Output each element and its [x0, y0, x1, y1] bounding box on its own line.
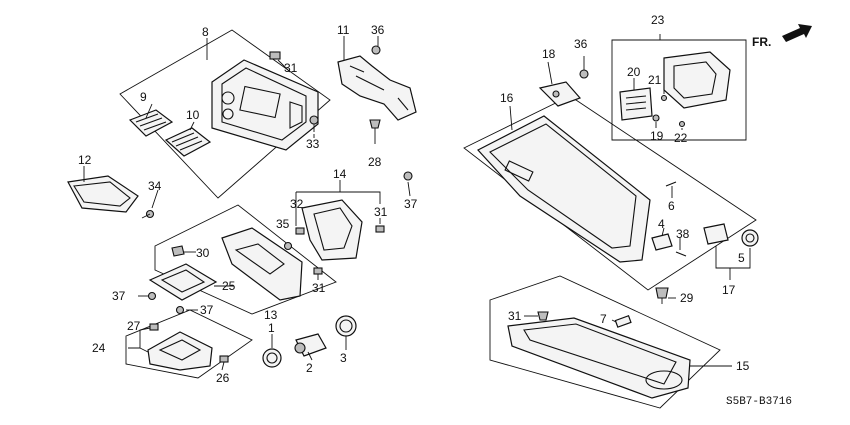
part-label-25: 25: [222, 279, 236, 293]
part-label-38: 38: [676, 227, 690, 241]
clip-31-right: [537, 311, 549, 321]
damper-5: [741, 229, 759, 247]
bracket-17: [703, 223, 729, 245]
part-label-9: 9: [140, 90, 147, 104]
screw-36-right: [579, 69, 589, 79]
part-label-33: 33: [306, 137, 320, 151]
part-label-23: 23: [651, 13, 665, 27]
vent-23: [663, 51, 731, 109]
screw-37-lower: [175, 305, 185, 315]
leader-lines: [83, 34, 751, 371]
tray-25: [148, 263, 218, 301]
clip-19: [652, 114, 660, 122]
part-label-37a: 37: [404, 197, 418, 211]
part-label-3: 3: [340, 351, 347, 365]
part-label-17: 17: [722, 283, 736, 297]
part-label-31d: 31: [508, 309, 522, 323]
screw-34: [141, 209, 155, 219]
part-label-26: 26: [216, 371, 230, 385]
part-label-37c: 37: [200, 303, 214, 317]
diagram-code: S5B7-B3716: [726, 396, 792, 408]
part-label-22: 22: [674, 131, 688, 145]
screw-37-mid: [403, 171, 413, 181]
front-arrow-icon: [782, 24, 812, 42]
part-label-36a: 36: [371, 23, 385, 37]
part-label-8: 8: [202, 25, 209, 39]
lower-pocket-15: [507, 317, 691, 399]
part-label-16: 16: [500, 91, 514, 105]
lighter-knob-1: [262, 348, 282, 368]
bumper-7: [614, 315, 632, 328]
part-label-12: 12: [78, 153, 92, 167]
lighter-ring-3: [335, 315, 357, 337]
part-label-29: 29: [680, 291, 694, 305]
part-label-11: 11: [337, 23, 350, 37]
part-label-20: 20: [627, 65, 641, 79]
part-label-27: 27: [127, 319, 141, 333]
part-label-37b: 37: [112, 289, 126, 303]
group-box-glove-box: [463, 95, 757, 291]
group-box-vents: [611, 39, 747, 141]
part-label-4: 4: [658, 217, 665, 231]
vent-10: [164, 127, 212, 157]
part-label-32: 32: [290, 197, 304, 211]
part-label-6: 6: [668, 199, 675, 213]
screw-37-left: [147, 291, 157, 301]
screw-35: [283, 241, 293, 251]
pin-6: [665, 181, 677, 187]
part-label-21: 21: [648, 73, 662, 87]
clip-32: [295, 227, 305, 235]
clip-31-lower: [313, 267, 323, 275]
center-panel: [211, 59, 319, 151]
group-box-lower-panel: [154, 204, 337, 315]
vent-9: [128, 109, 174, 137]
stay-18: [538, 81, 582, 107]
part-label-13: 13: [264, 308, 278, 322]
pin-38: [675, 251, 687, 257]
part-label-35: 35: [276, 217, 290, 231]
clip-28: [369, 119, 381, 144]
part-label-31b: 31: [374, 205, 388, 219]
part-label-1: 1: [268, 321, 275, 335]
part-label-10: 10: [186, 108, 200, 122]
clip-31-mid: [375, 225, 385, 233]
part-label-2: 2: [306, 361, 313, 375]
lower-panel-13: [221, 227, 303, 301]
lighter-socket-2: [294, 333, 327, 357]
part-label-28: 28: [368, 155, 382, 169]
clip-21: [660, 94, 668, 102]
part-label-36b: 36: [574, 37, 588, 51]
screw-36-left: [371, 45, 381, 55]
spring-27: [149, 323, 159, 331]
clip-26: [219, 355, 229, 363]
vent-20: [619, 87, 653, 121]
part-label-30: 30: [196, 246, 210, 260]
part-label-19: 19: [650, 129, 664, 143]
clip-29: [655, 287, 669, 304]
bracket-11: [337, 55, 417, 121]
ashtray-24: [147, 331, 213, 371]
glove-box-16: [477, 115, 651, 263]
part-label-7: 7: [600, 312, 607, 326]
clip-30: [171, 245, 185, 257]
part-label-34: 34: [148, 179, 162, 193]
clip-22: [678, 120, 686, 128]
part-label-5: 5: [738, 251, 745, 265]
part-label-15: 15: [736, 359, 750, 373]
part-label-14: 14: [333, 167, 347, 181]
group-box-lower-pocket: [489, 275, 721, 409]
part-label-24: 24: [92, 341, 106, 355]
screw-33: [309, 115, 319, 132]
pocket-12: [67, 175, 139, 213]
part-label-31c: 31: [312, 281, 326, 295]
clip-31-upper: [269, 51, 281, 60]
panel-14: [301, 199, 363, 261]
part-label-18: 18: [542, 47, 556, 61]
latch-4: [651, 233, 673, 251]
part-labels: 8 9 10 11 36 31 33 28 12 34 14 32 31 37 …: [78, 13, 750, 385]
front-marker-label: FR.: [752, 35, 771, 49]
part-label-31a: 31: [284, 61, 298, 75]
group-box-dash-panel: [119, 29, 331, 199]
